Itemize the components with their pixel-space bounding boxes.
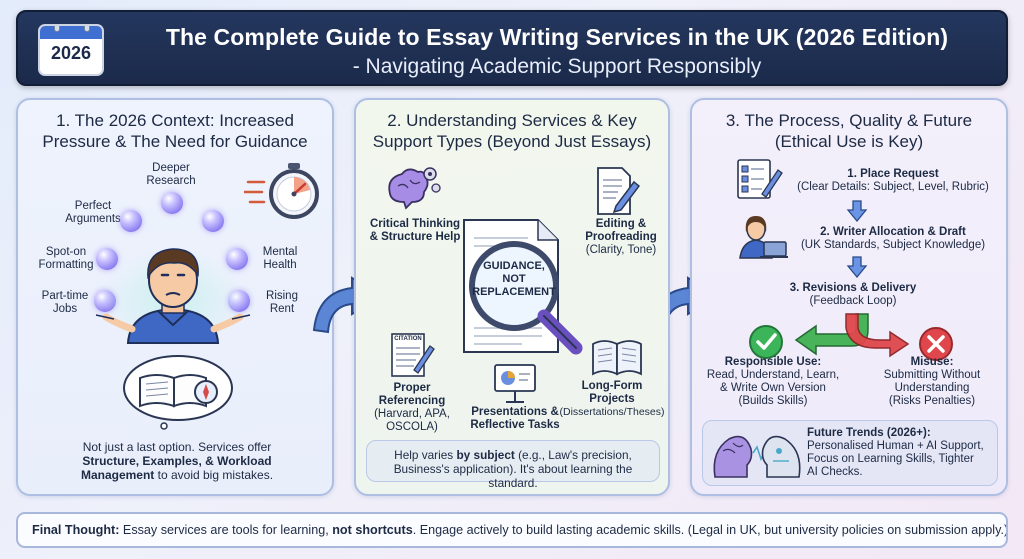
header-banner: 2026 The Complete Guide to Essay Writing… [16,10,1008,86]
step-3-revisions-delivery: 3. Revisions & Delivery (Feedback Loop) [789,282,917,307]
outcome-split-arrows [749,313,953,361]
future-trends-text: Future Trends (2026+): Personalised Huma… [807,427,984,478]
citation-tag: CITATION [394,336,422,342]
final-thought-bar: Final Thought: Essay services are tools … [16,512,1008,548]
writer-laptop-icon [739,216,788,259]
panel-services-title: 2. Understanding Services & Key Support … [356,110,668,152]
panel-services-note: Help varies by subject (e.g., Law's prec… [366,440,660,490]
panel-context: 1. The 2026 Context: Increased Pressure … [16,98,334,496]
orb-mental-health-upper [202,210,224,232]
future-trends-box: Future Trends (2026+): Personalised Huma… [702,420,998,486]
checklist-pencil-icon [737,159,783,199]
page-title: The Complete Guide to Essay Writing Serv… [165,24,949,50]
panel-process-title: 3. The Process, Quality & Future (Ethica… [692,110,1006,152]
panel-context-title: 1. The 2026 Context: Increased Pressure … [18,110,332,152]
panel-services-title-line1: 2. Understanding Services & Key [387,111,637,130]
panel-services: 2. Understanding Services & Key Support … [354,98,670,496]
down-arrow-2 [846,256,868,278]
down-arrow-1 [846,200,868,222]
book-compass-thought-icon [123,355,233,430]
final-thought-text-2: . Engage actively to build lasting acade… [412,523,1008,537]
misuse-block: Misuse: Submitting Without Understanding… [883,356,981,407]
calendar-icon: 2026 [38,24,104,76]
note-line2: Structure, Examples, & Workload [82,454,272,468]
final-thought-label: Final Thought: [32,523,120,537]
panel-process-title-line2: (Ethical Use is Key) [774,132,924,151]
panel-context-note: Not just a last option. Services offer S… [32,440,322,482]
responsible-use-block: Responsible Use: Read, Understand, Learn… [706,356,840,407]
page-subtitle: - Navigating Academic Support Responsibl… [352,55,762,78]
step-1-place-request: 1. Place Request (Clear Details: Subject… [797,168,989,193]
services-note-text: Help varies by subject (e.g., Law's prec… [393,448,633,490]
panel-process-title-line1: 3. The Process, Quality & Future [725,111,973,130]
panel-context-title-line1: 1. The 2026 Context: Increased [56,111,294,130]
note-line1: Not just a last option. Services offer [82,440,272,454]
final-thought-bold: not shortcuts [332,523,413,537]
human-ai-heads-icon [713,435,801,478]
service-presentations-label: Presentations &Reflective Tasks [470,406,560,431]
orb-spot-on-formatting [96,248,118,270]
service-longform-label: Long-Form Projects (Dissertations/Theses… [559,380,665,418]
panel-services-title-line2: Support Types (Beyond Just Essays) [372,132,652,151]
orb-perfect-arguments [120,210,142,232]
magnifier-document-icon [463,219,583,355]
panel-process: 3. The Process, Quality & Future (Ethica… [690,98,1008,496]
document-pencil-icon [597,167,640,215]
orb-deeper-research [161,192,183,214]
service-editing-label: Editing & Proofreading (Clarity, Tone) [585,218,657,256]
final-thought-text-1: Essay services are tools for learning, [119,523,333,537]
orb-mental-health [226,248,248,270]
citation-document-icon [391,333,435,377]
panel-context-title-line2: Pressure & The Need for Guidance [42,132,308,151]
note-line3: Management to avoid big mistakes. [80,468,274,482]
service-critical-thinking-label: Critical Thinking& Structure Help [369,218,461,243]
step-2-writer-allocation: 2. Writer Allocation & Draft (UK Standar… [800,226,986,251]
calendar-year: 2026 [50,43,92,63]
brain-gears-icon [388,167,441,210]
service-referencing-label: Proper Referencing (Harvard, APA, OSCOLA… [374,382,450,433]
open-book-icon [592,340,642,376]
presentation-board-icon [494,364,536,403]
stopwatch-icon [244,163,319,219]
student-juggling-icon [95,243,251,345]
